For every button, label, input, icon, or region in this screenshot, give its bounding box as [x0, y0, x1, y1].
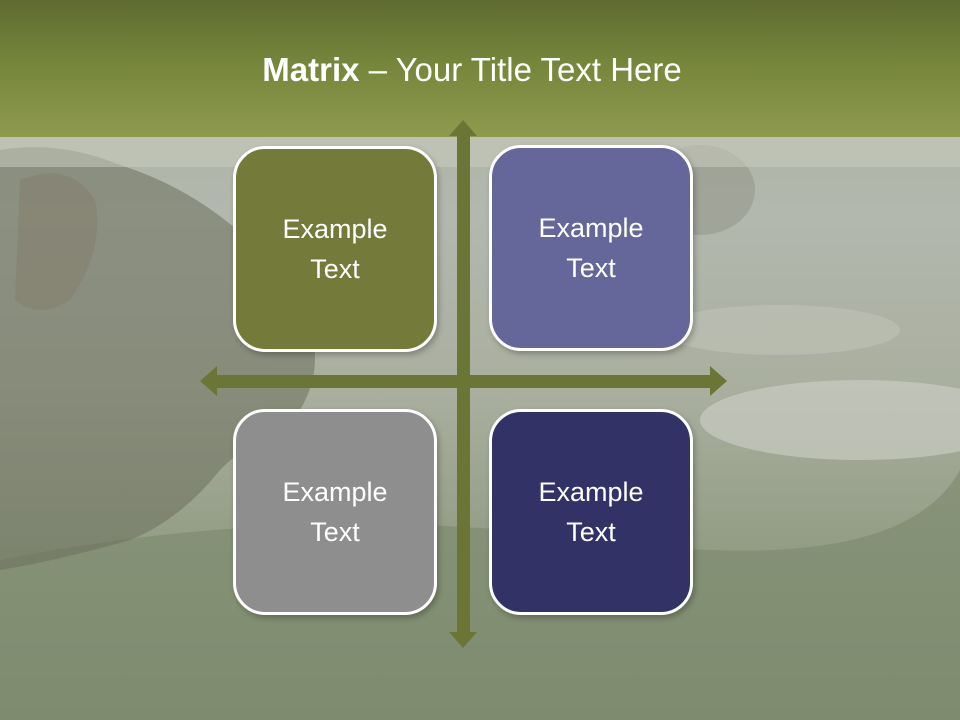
- cell-text: Example Text: [538, 477, 644, 547]
- matrix-cell-bottom-left: Example Text: [233, 409, 437, 615]
- header-bar: [0, 0, 960, 137]
- title-rest: – Your Title Text Here: [359, 51, 682, 88]
- cell-text: Example Text: [538, 213, 644, 283]
- header-band: [0, 137, 960, 167]
- title-bold: Matrix: [262, 51, 360, 88]
- cell-text: Example Text: [282, 477, 388, 547]
- matrix-cell-bottom-right: Example Text: [489, 409, 693, 615]
- matrix-cell-top-right: Example Text: [489, 145, 693, 351]
- left-arrowhead: [200, 366, 217, 396]
- horizontal-axis: [214, 375, 712, 388]
- down-arrowhead: [449, 632, 477, 648]
- up-arrowhead: [449, 120, 477, 136]
- slide-title: Matrix – Your Title Text Here: [0, 48, 944, 92]
- matrix-cell-top-left: Example Text: [233, 146, 437, 352]
- right-arrowhead: [710, 366, 727, 396]
- cell-text: Example Text: [282, 214, 388, 284]
